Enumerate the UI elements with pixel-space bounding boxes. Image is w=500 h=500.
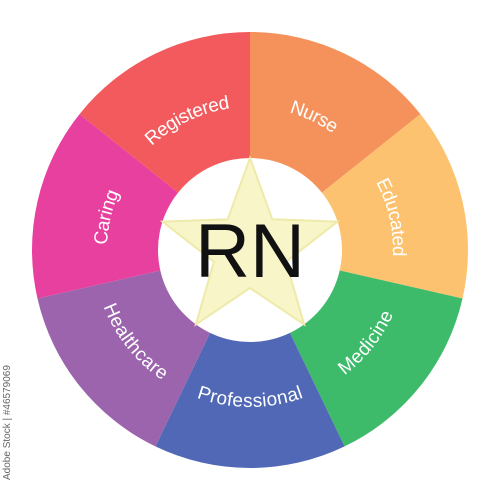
stock-id: Adobe Stock | #46579069	[2, 365, 13, 480]
center-title: RN	[195, 209, 305, 294]
segment-professional	[155, 250, 345, 469]
star-icon	[159, 155, 341, 327]
